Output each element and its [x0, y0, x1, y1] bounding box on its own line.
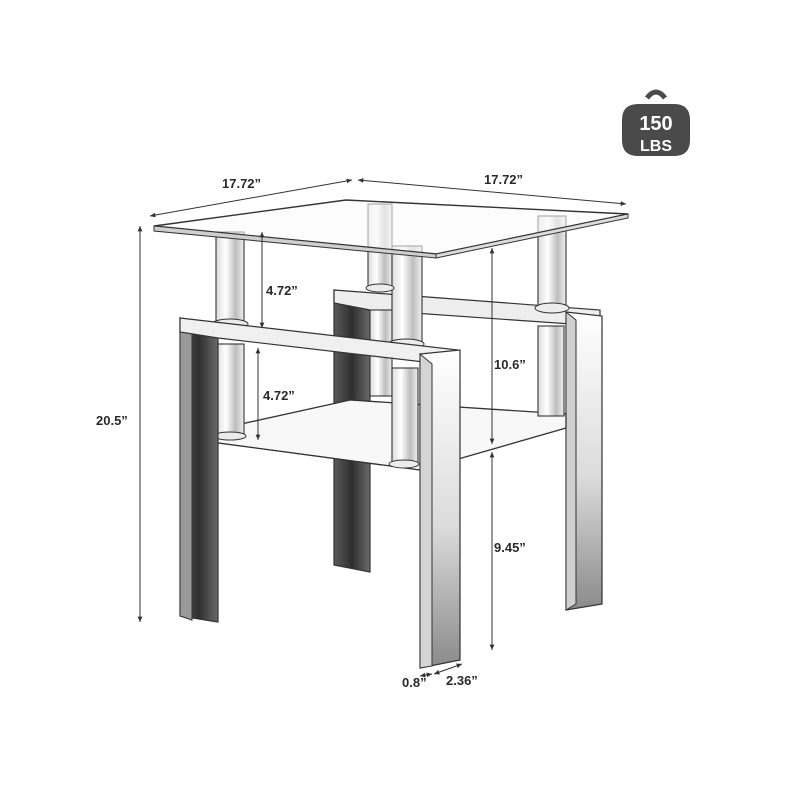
post-front-right: [391, 245, 423, 345]
post-front-right-lower: [391, 367, 419, 465]
depth-dimension-line: [149, 178, 353, 218]
leg-width-label: 2.36”: [446, 673, 478, 688]
top-gap-label: 4.72”: [266, 283, 298, 298]
post-cap: [365, 283, 395, 293]
weight-icon: [622, 104, 690, 156]
front-frame: [179, 316, 461, 669]
post-back-right-lower: [537, 325, 565, 417]
front-right-leg-side: [419, 352, 433, 669]
width-dimension-line: [357, 178, 627, 206]
shelf-gap-label: 4.72”: [263, 388, 295, 403]
top-width-label: 17.72”: [484, 172, 523, 187]
weight-value: 150: [639, 113, 672, 135]
post-cap: [388, 459, 420, 469]
leg-width-dimension-line: [433, 663, 463, 675]
front-left-leg-face: [179, 316, 193, 621]
back-right-leg-side: [565, 310, 577, 611]
shelf-to-floor-label: 9.45”: [494, 540, 526, 555]
frame-to-top-label: 10.6”: [494, 357, 526, 372]
glass-shelf: [195, 399, 567, 471]
front-top-rail: [179, 317, 459, 367]
glass-top-edge: [435, 213, 629, 259]
back-frame: [333, 289, 603, 611]
glass-shelf-edge: [195, 439, 421, 471]
leg-thickness-dimension-line: [419, 672, 433, 678]
post-front-left: [215, 231, 245, 325]
dimension-lines: [137, 178, 627, 678]
top-depth-label: 17.72”: [222, 176, 261, 191]
leg-thickness-label: 0.8”: [402, 675, 427, 690]
post-cap: [534, 302, 570, 314]
weight-handle-icon: [645, 89, 667, 100]
post-front-left-lower: [215, 343, 245, 437]
weight-unit: LBS: [640, 138, 672, 155]
total-height-label: 20.5”: [96, 413, 128, 428]
post-cap: [213, 431, 247, 441]
weight-capacity-badge: 150 LBS: [622, 89, 690, 156]
